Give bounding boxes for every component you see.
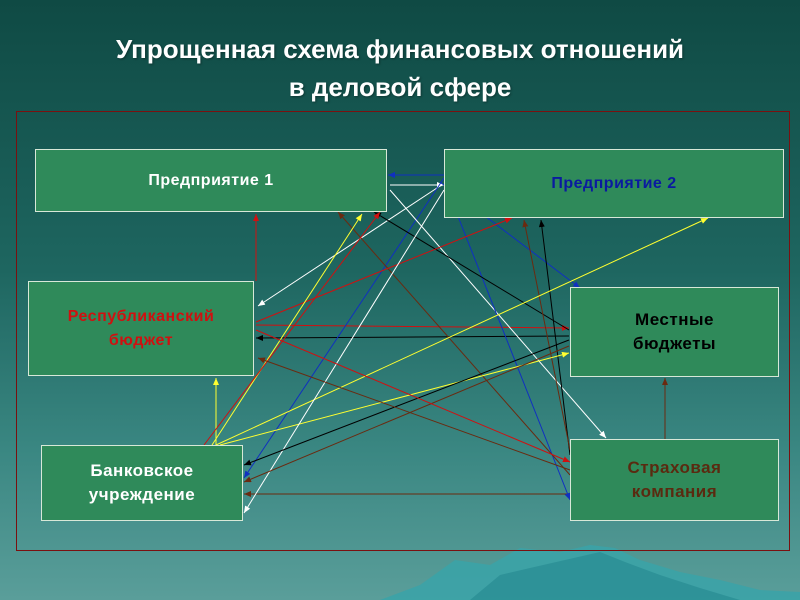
node-enterprise-1-label: Предприятие 1 bbox=[148, 171, 274, 189]
arrow-e2-bank-blue bbox=[243, 177, 445, 479]
arrow-e1-ins-blue bbox=[445, 185, 571, 501]
node-bank: Банковское учреждение bbox=[41, 445, 243, 521]
node-republican-budget: Республиканский бюджет bbox=[28, 281, 254, 376]
title-line-1: Упрощенная схема финансовых отношений bbox=[115, 34, 685, 64]
arrow-bank-lb-yellow bbox=[219, 351, 570, 446]
node-insurance-line1: Страховая bbox=[627, 458, 722, 477]
arrow-bank-e1-yellow bbox=[211, 213, 363, 446]
node-insurance: Страховая компания bbox=[570, 439, 779, 521]
arrow-bank-e2-yellow bbox=[215, 217, 709, 446]
arrow-ins-e2-brown bbox=[522, 219, 571, 451]
arrow-ins-rb-brown bbox=[257, 357, 571, 471]
arrow-lb-rb-black bbox=[255, 334, 570, 341]
arrow-lb-bank-black bbox=[243, 339, 570, 466]
arrow-e2-rb-white bbox=[257, 185, 441, 307]
arrow-ins-e2-black bbox=[538, 219, 571, 456]
node-local-budgets-line1: Местные bbox=[635, 310, 714, 329]
arrow-bank-rb-red bbox=[203, 211, 381, 446]
node-republican-budget-line2: бюджет bbox=[108, 331, 174, 349]
arrow-rb-lb-red bbox=[255, 324, 570, 331]
node-republican-budget-line1: Республиканский bbox=[67, 307, 215, 325]
node-local-budgets: Местные бюджеты bbox=[570, 287, 779, 377]
page-title: Упрощенная схема финансовых отношений в … bbox=[0, 30, 800, 106]
arrow-e2-bank-white bbox=[243, 189, 445, 514]
title-line-2: в деловой сфере bbox=[288, 72, 512, 102]
arrow-rb-ins-red bbox=[255, 329, 571, 463]
arrow-lb-e1-black bbox=[373, 211, 570, 331]
node-enterprise-1: Предприятие 1 bbox=[35, 149, 387, 212]
arrow-rb-e2-red bbox=[255, 217, 513, 323]
node-enterprise-2: Предприятие 2 bbox=[444, 149, 784, 218]
arrow-e1-ins-white bbox=[389, 189, 607, 439]
node-local-budgets-line2: бюджеты bbox=[633, 334, 716, 353]
node-enterprise-2-label: Предприятие 2 bbox=[551, 174, 677, 192]
arrow-lb-bank-brown bbox=[243, 345, 570, 483]
node-bank-line2: учреждение bbox=[88, 485, 196, 504]
arrow-ins-e1-brown bbox=[337, 211, 571, 476]
diagram-frame bbox=[16, 111, 790, 551]
node-bank-line1: Банковское bbox=[90, 461, 194, 480]
node-insurance-line2: компания bbox=[631, 482, 718, 501]
